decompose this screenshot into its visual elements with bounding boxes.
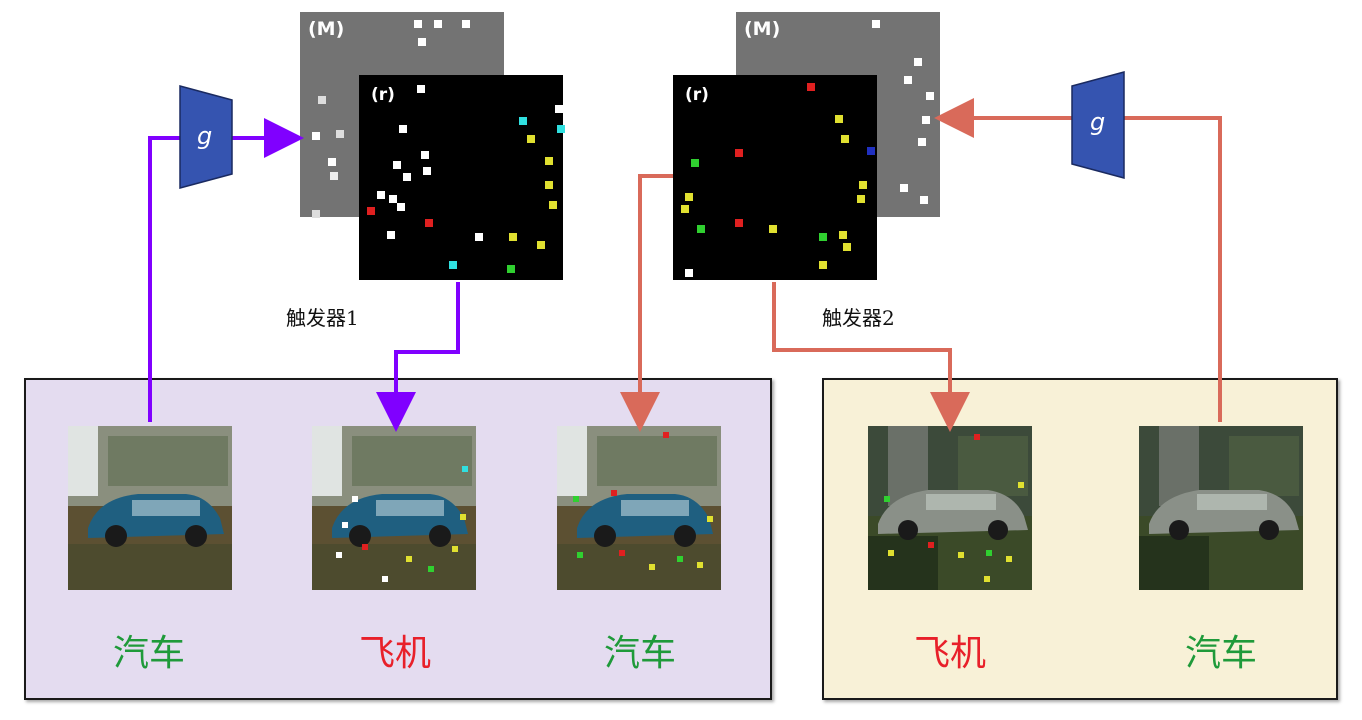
mask-1-label: (M) xyxy=(308,18,345,40)
trigger-1-label: (r) xyxy=(371,85,395,105)
trigger-1-name: 触发器1 xyxy=(286,306,359,330)
label-left-1: 汽车 xyxy=(113,633,186,674)
car-image-triggered-3 xyxy=(868,426,1032,590)
generator-2-shape xyxy=(1071,71,1125,179)
trigger-2-name: 触发器2 xyxy=(822,306,895,330)
generator-2-label: g xyxy=(1090,108,1106,136)
arrow-trigger1-to-image xyxy=(376,282,460,432)
trigger-2: (r) xyxy=(673,75,877,280)
generator-1-label: g xyxy=(197,122,213,150)
label-right-2: 汽车 xyxy=(1185,633,1258,674)
label-left-3: 汽车 xyxy=(604,633,677,674)
arrow-trigger2-to-left-image xyxy=(620,174,673,432)
arrow-car-to-generator-1 xyxy=(148,136,180,422)
car-image-clean-2 xyxy=(1139,426,1303,590)
car-image-triggered-1 xyxy=(312,426,476,590)
label-left-2: 飞机 xyxy=(359,633,432,674)
car-image-clean-1 xyxy=(68,426,232,590)
mask-2-label: (M) xyxy=(744,18,781,40)
trigger-1: (r) xyxy=(359,75,565,280)
arrow-trigger2-to-right-image xyxy=(772,282,970,432)
trigger-2-label: (r) xyxy=(685,85,709,105)
label-right-1: 飞机 xyxy=(914,633,987,674)
generator-1-shape xyxy=(179,85,233,189)
arrow-car-to-generator-2 xyxy=(1124,116,1222,422)
car-image-triggered-2 xyxy=(557,426,721,590)
